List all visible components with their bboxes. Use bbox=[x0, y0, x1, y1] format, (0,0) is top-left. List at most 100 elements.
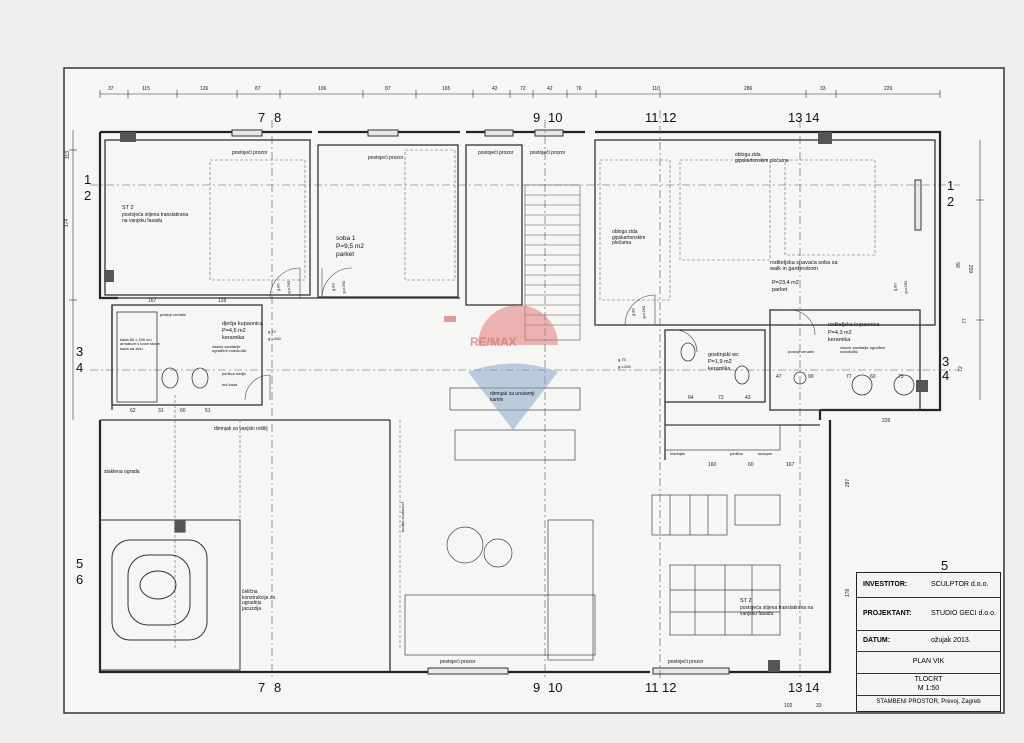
window-label-1: postojeći prozor bbox=[232, 150, 268, 156]
windows bbox=[231, 129, 922, 675]
dim-wc-a: 64 bbox=[688, 395, 694, 401]
height-g: g.75 bbox=[618, 357, 626, 362]
parent-bedroom-floor: parket bbox=[772, 287, 788, 293]
height-a: g.86 bbox=[275, 283, 281, 292]
section-mark-8-top: 8 bbox=[274, 110, 282, 125]
st2-text-top: postojeća stijena translatirana na vanjs… bbox=[122, 212, 189, 224]
section-mark-11-bottom: 11 bbox=[645, 680, 659, 695]
plan-type: TLOCRT bbox=[914, 676, 943, 683]
wall-cladding-1: obloga zida gipskartonskim pločama bbox=[735, 152, 789, 164]
dim-wc-b: 73 bbox=[718, 395, 724, 401]
section-mark-2-right: 2 bbox=[947, 194, 955, 209]
parent-bath-floor: keramika bbox=[828, 337, 851, 343]
child-bath-floor: keramika bbox=[222, 335, 245, 341]
remax-watermark-text: RE/MAX bbox=[470, 335, 517, 349]
section-mark-10-top: 10 bbox=[548, 110, 563, 125]
st2-label-top: ST 2 bbox=[122, 205, 134, 211]
section-mark-10-bottom: 10 bbox=[548, 680, 563, 695]
dim-right-e: 287 bbox=[845, 478, 852, 488]
plan-name: PLAN VIK bbox=[912, 658, 945, 665]
shower-tray: tuš kada bbox=[222, 382, 238, 387]
title-block-date: DATUM: ožujak 2013. bbox=[857, 630, 1000, 652]
section-mark-12-bottom: 12 bbox=[662, 680, 677, 695]
child-bath-cabinet: postoji ormarić bbox=[160, 312, 187, 317]
dim-top-13: 286 bbox=[744, 86, 753, 92]
section-mark-7-bottom: 7 bbox=[258, 680, 266, 695]
dim-pb-f: 226 bbox=[882, 418, 891, 424]
room1-area: P=9,5 m2 bbox=[336, 243, 365, 250]
kitchen-dishwasher: perilica bbox=[730, 451, 743, 456]
section-mark-2: 2 bbox=[84, 188, 92, 203]
section-mark-4-right: 4 bbox=[942, 368, 950, 383]
section-mark-14-top: 14 bbox=[805, 110, 820, 125]
section-mark-1-right: 1 bbox=[947, 178, 955, 193]
jacuzzi-structure: čelična konstrukcija za ugradnju jacuzzi… bbox=[242, 589, 276, 612]
height-f: g.v.260 bbox=[268, 336, 281, 341]
section-mark-7-top: 7 bbox=[258, 110, 266, 125]
dim-right-d: 178 bbox=[845, 588, 852, 598]
designer-value: STUDIO GECI d.o.o. bbox=[931, 610, 996, 617]
dim-right-c: 72 bbox=[957, 366, 964, 372]
date-value: ožujak 2013. bbox=[931, 637, 971, 644]
height-k: g.80 bbox=[892, 283, 898, 292]
height-b: g.v.260 bbox=[286, 280, 292, 294]
glass-railing: staklena ograda bbox=[104, 469, 140, 475]
height-d: g.v.260 bbox=[341, 280, 347, 294]
dim-top-6: 87 bbox=[385, 86, 391, 92]
dim-left-a: 174 bbox=[64, 218, 71, 228]
child-bath-area: P=4,6 m2 bbox=[222, 328, 246, 334]
guest-wc-floor: keramika bbox=[708, 366, 731, 372]
dim-top-2: 115 bbox=[142, 86, 150, 92]
height-l: g.v.260 bbox=[903, 280, 909, 294]
dim-top-9: 72 bbox=[520, 86, 526, 92]
title-block-project: STAMBENI PROSTOR, Prevoj, Zagreb bbox=[857, 695, 1000, 712]
window-label-2: postojeći prozor bbox=[368, 155, 404, 161]
title-block-investor: INVESTITOR: SCULPTOR d.o.o. bbox=[857, 573, 1000, 597]
sheet-number: 5 bbox=[941, 558, 949, 573]
chimney-outdoor: dimnjak za vanjski roštilj bbox=[214, 426, 268, 432]
hanging-sanitary-2: viseće sanitarije ugrađeni vodokotlić bbox=[840, 345, 886, 355]
section-mark-13-top: 13 bbox=[788, 110, 803, 125]
window-label-3: postojeći prozor bbox=[478, 150, 514, 156]
wall-cladding-2: obloga zida gipskartonskim pločama bbox=[612, 229, 646, 246]
height-c: g.83 bbox=[330, 283, 336, 292]
top-dimension-line bbox=[99, 90, 941, 98]
title-block: INVESTITOR: SCULPTOR d.o.o. PROJEKTANT: … bbox=[856, 572, 1001, 712]
height-h: g.v.260 bbox=[618, 364, 631, 369]
washing-machine: perilica rublja bbox=[222, 371, 246, 376]
kitchen-fridge: hladnjak bbox=[670, 451, 685, 456]
room1-name: soba 1 bbox=[336, 235, 356, 242]
section-mark-5: 5 bbox=[76, 556, 84, 571]
dim-bottom-a: 102 bbox=[784, 703, 793, 709]
dim-kitchen-c: 167 bbox=[786, 462, 795, 468]
dim-bottom-b: 33 bbox=[816, 703, 822, 709]
child-bath-name: dječja kupaonica bbox=[222, 321, 263, 327]
existing-wall: postojeća stijena bbox=[401, 502, 407, 533]
dim-top-15: 229 bbox=[884, 86, 893, 92]
dim-top-14: 33 bbox=[820, 86, 826, 92]
project-name: STAMBENI PROSTOR, Prevoj, Zagreb bbox=[876, 699, 981, 705]
section-mark-13-bottom: 13 bbox=[788, 680, 803, 695]
st2-text-bottom: postojeća stijena translatirana na vanjs… bbox=[740, 605, 814, 617]
bathtub-note: kada 80 x 150 cm armature s boce stone k… bbox=[120, 337, 160, 351]
investor-key: INVESTITOR: bbox=[863, 581, 908, 588]
dim-kitchen-b: 60 bbox=[748, 462, 754, 468]
parent-bath-area: P=4,3 m2 bbox=[828, 330, 852, 336]
dim-top-4: 87 bbox=[255, 86, 261, 92]
dim-top-5: 106 bbox=[318, 86, 327, 92]
title-block-designer: PROJEKTANT: STUDIO GECI d.o.o. bbox=[857, 597, 1000, 631]
parent-bedroom-area: P=23,4 m2 bbox=[772, 280, 799, 286]
kitchen-sink: sudoper bbox=[758, 451, 773, 456]
height-e: g.74 bbox=[268, 329, 276, 334]
dim-right-a: 602 bbox=[969, 264, 976, 274]
section-mark-9-top: 9 bbox=[533, 110, 541, 125]
window-label-4: postojeći prozor bbox=[530, 150, 566, 156]
dim-top-1: 37 bbox=[108, 86, 114, 92]
title-block-plan: PLAN VIK bbox=[857, 651, 1000, 674]
dim-top-11: 76 bbox=[576, 86, 582, 92]
window-label-5: postojeći prozor bbox=[440, 659, 476, 665]
dim-pb-b: 90 bbox=[808, 374, 814, 380]
dim-top-10: 42 bbox=[547, 86, 553, 92]
dim-top-8: 42 bbox=[492, 86, 498, 92]
